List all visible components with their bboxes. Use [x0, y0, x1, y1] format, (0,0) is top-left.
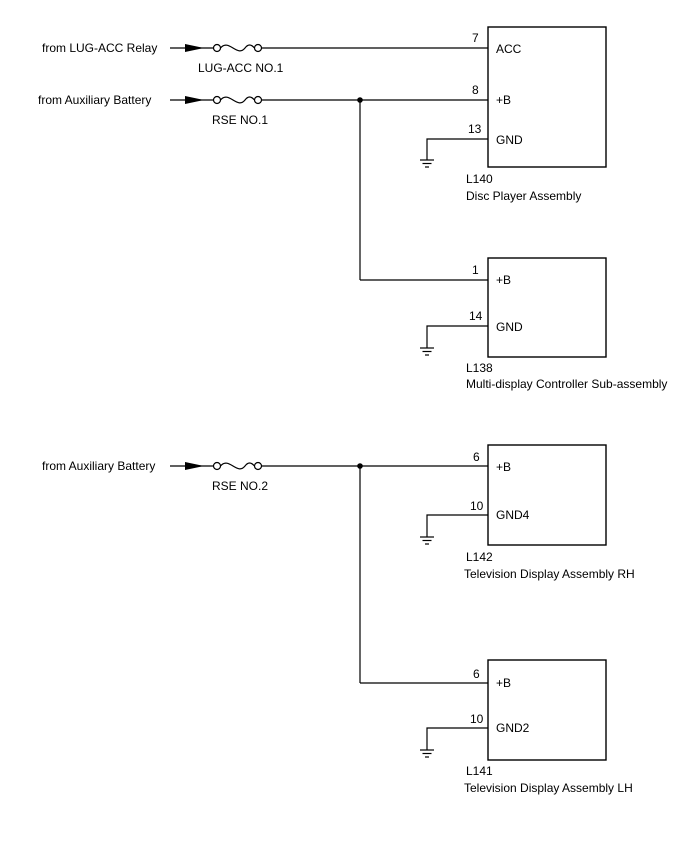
wire	[426, 727, 488, 740]
fuse-rse-no1	[212, 95, 263, 105]
component-code: L138	[466, 361, 493, 375]
component-l142: 6 +B 10 GND4 L142 Television Display Ass…	[419, 444, 635, 581]
circuit-rse-no2: from Auxiliary Battery RSE NO.2	[42, 459, 488, 684]
fuse-rse-no2	[212, 461, 263, 471]
pin-label: GND2	[496, 721, 530, 735]
ground-icon	[419, 337, 435, 356]
wire	[426, 325, 488, 338]
pin-label: +B	[496, 676, 511, 690]
component-l140: 7 ACC 8 +B 13 GND L140 Disc Player Assem…	[419, 26, 607, 203]
ground-icon	[419, 739, 435, 758]
pin-number: 6	[473, 667, 480, 681]
pin-number: 14	[469, 309, 483, 323]
component-box	[487, 444, 607, 546]
pin-number: 13	[468, 122, 482, 136]
component-l138: 1 +B 14 GND L138 Multi-display Controlle…	[419, 257, 667, 391]
pin-label: +B	[496, 93, 511, 107]
pin-number: 1	[472, 263, 479, 277]
component-box	[487, 257, 607, 358]
pin-number: 10	[470, 712, 484, 726]
ground-icon	[419, 149, 435, 168]
component-name: Multi-display Controller Sub-assembly	[466, 377, 667, 391]
source-aux-battery-2-label: from Auxiliary Battery	[42, 459, 155, 473]
component-l141: 6 +B 10 GND2 L141 Television Display Ass…	[419, 659, 633, 795]
component-box	[487, 659, 607, 761]
component-code: L140	[466, 172, 493, 186]
pin-label: +B	[496, 273, 511, 287]
component-code: L142	[466, 550, 493, 564]
component-name: Disc Player Assembly	[466, 189, 581, 203]
component-name: Television Display Assembly RH	[464, 567, 635, 581]
pin-label: +B	[496, 460, 511, 474]
fuse-rse1-label: RSE NO.1	[212, 113, 268, 127]
pin-number: 8	[472, 83, 479, 97]
circuit-lug-acc: from LUG-ACC Relay LUG-ACC NO.1	[42, 41, 488, 75]
pin-label: GND4	[496, 508, 530, 522]
pin-label: ACC	[496, 42, 522, 56]
circuit-rse-no1: from Auxiliary Battery RSE NO.1	[38, 93, 488, 281]
fuse-lug-acc-label: LUG-ACC NO.1	[198, 61, 284, 75]
component-box	[487, 26, 607, 168]
pin-label: GND	[496, 320, 523, 334]
source-lug-acc-relay-label: from LUG-ACC Relay	[42, 41, 157, 55]
component-code: L141	[466, 764, 493, 778]
pin-number: 10	[470, 499, 484, 513]
component-name: Television Display Assembly LH	[464, 781, 633, 795]
pin-number: 6	[473, 450, 480, 464]
wire	[426, 514, 488, 527]
fuse-rse2-label: RSE NO.2	[212, 479, 268, 493]
pin-label: GND	[496, 133, 523, 147]
fuse-lug-acc-no1	[212, 43, 263, 53]
wire	[426, 138, 488, 150]
ground-icon	[419, 526, 435, 545]
source-aux-battery-1-label: from Auxiliary Battery	[38, 93, 151, 107]
pin-number: 7	[472, 31, 479, 45]
